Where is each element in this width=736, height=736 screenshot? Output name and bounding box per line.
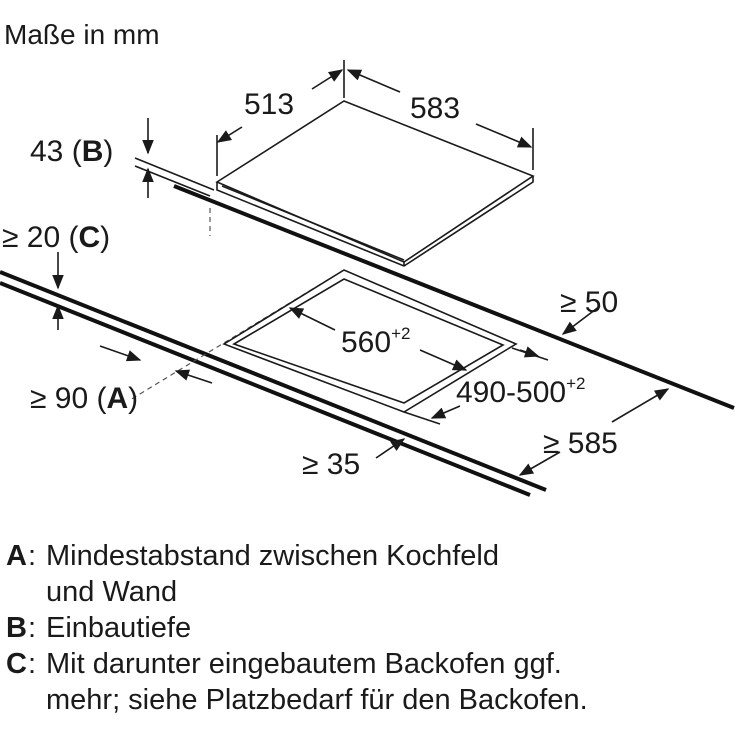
min-worktop-label: ≥ 585 <box>543 427 618 460</box>
min-a-label: ≥ 90 (A) <box>30 382 138 415</box>
cutout-depth-label: 490-500+2 <box>456 374 586 409</box>
hob-depth-label: 513 <box>244 88 294 121</box>
legend-key: A <box>6 540 27 572</box>
legend-text: Mit darunter eingebautem Backofen ggf. <box>46 648 562 680</box>
legend-item-a: A : Mindestabstand zwischen Kochfeld und… <box>6 538 730 610</box>
legend-text-continued: mehr; siehe Platzbedarf für den Backofen… <box>46 684 588 716</box>
legend-colon: : <box>28 540 37 572</box>
legend-key: B <box>6 612 27 644</box>
legend-text-continued: und Wand <box>46 576 178 608</box>
cutout-width-label: 560+2 <box>341 324 410 359</box>
hob-width-label: 583 <box>410 92 460 125</box>
diagram-title: Maße in mm <box>4 19 160 50</box>
min-front-label: ≥ 35 <box>302 448 360 481</box>
legend-colon: : <box>28 648 37 680</box>
thickness-label: 43 (B) <box>30 135 113 168</box>
legend: A : Mindestabstand zwischen Kochfeld und… <box>6 538 730 718</box>
cutout-drawing <box>222 269 518 413</box>
min-c-label: ≥ 20 (C) <box>2 221 110 254</box>
legend-text: Mindestabstand zwischen Kochfeld <box>46 540 499 572</box>
min-back-label: ≥ 50 <box>560 286 618 319</box>
hob-drawing <box>215 100 535 267</box>
legend-item-b: B : Einbautiefe <box>6 610 730 646</box>
legend-colon: : <box>28 612 37 644</box>
legend-key: C <box>6 648 27 680</box>
dimension-lines <box>52 60 670 476</box>
legend-text: Einbautiefe <box>46 612 192 644</box>
legend-item-c: C : Mit darunter eingebautem Backofen gg… <box>6 646 730 718</box>
